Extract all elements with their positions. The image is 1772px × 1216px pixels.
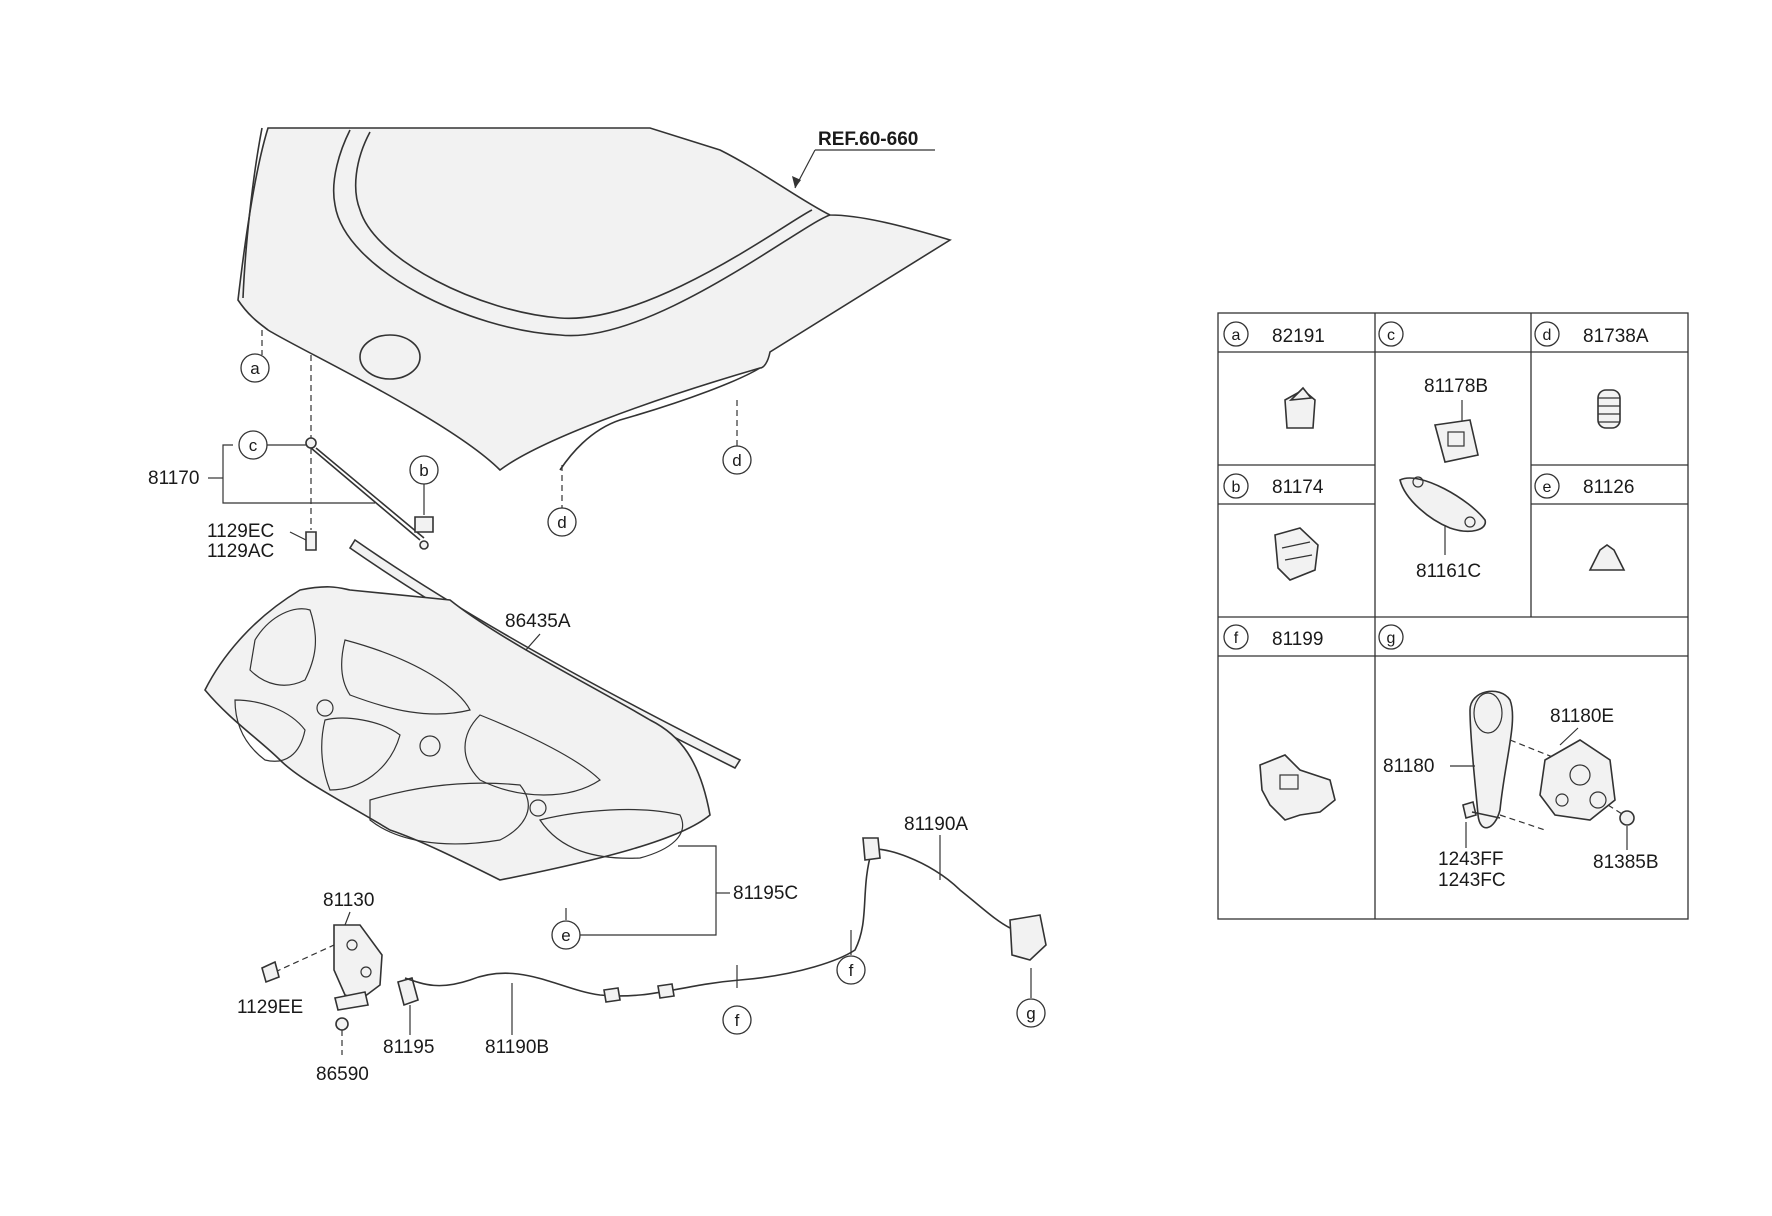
svg-text:81174: 81174 xyxy=(1272,477,1324,498)
release-handle xyxy=(1009,914,1047,961)
label-latch: 81130 xyxy=(323,890,374,911)
callout-f-cable-upper: f xyxy=(836,955,866,985)
svg-text:1243FF: 1243FF xyxy=(1438,849,1503,870)
svg-text:f: f xyxy=(735,1011,740,1030)
release-cable xyxy=(404,837,1011,1003)
svg-text:g: g xyxy=(1026,1004,1035,1023)
svg-text:81161C: 81161C xyxy=(1416,561,1481,582)
svg-text:c: c xyxy=(1387,327,1395,344)
label-latch-bolt: 1129EE xyxy=(237,997,303,1018)
label-weatherstrip: 86435A xyxy=(505,611,571,632)
callout-c-strut: c xyxy=(238,430,268,460)
svg-text:81180E: 81180E xyxy=(1550,706,1614,727)
reference-text: REF.60-660 xyxy=(818,129,918,150)
svg-text:f: f xyxy=(849,961,854,980)
callout-g-handle: g xyxy=(1016,998,1046,1028)
svg-text:e: e xyxy=(561,926,570,945)
reference-label: REF.60-660 xyxy=(792,129,935,189)
callout-e-insulator: e xyxy=(551,920,581,950)
callout-b-clip: b xyxy=(409,455,439,485)
label-cable-a: 81190A xyxy=(904,814,968,835)
svg-text:f: f xyxy=(1234,630,1239,647)
legend-cell-f: f 81199 xyxy=(1223,624,1336,821)
svg-text:81738A: 81738A xyxy=(1583,326,1649,347)
svg-text:e: e xyxy=(1543,479,1552,496)
label-cable-b: 81190B xyxy=(485,1037,549,1058)
svg-text:1243FC: 1243FC xyxy=(1438,870,1506,891)
callout-a-hood: a xyxy=(240,353,270,383)
svg-text:81178B: 81178B xyxy=(1424,376,1488,397)
legend-cell-b: b 81174 xyxy=(1223,473,1324,581)
legend-cell-c: c 81178B 81161C xyxy=(1378,321,1488,582)
hood-latch xyxy=(333,924,383,1011)
label-bumper: 81195 xyxy=(383,1037,434,1058)
hood-panel xyxy=(237,127,952,472)
legend-cell-g: g 81180E 81180 1243FF 1243FC 813 xyxy=(1378,624,1659,891)
label-bumper-screw: 86590 xyxy=(316,1064,369,1085)
hood-insulator xyxy=(204,586,711,881)
label-hood-strut: 81170 xyxy=(148,468,199,489)
svg-text:g: g xyxy=(1387,630,1396,647)
label-bolt-1129ec: 1129EC xyxy=(207,521,274,542)
svg-text:81180: 81180 xyxy=(1383,756,1434,777)
svg-text:d: d xyxy=(557,513,566,532)
svg-text:d: d xyxy=(1543,327,1552,344)
svg-text:c: c xyxy=(249,436,258,455)
hood-strut xyxy=(305,355,429,551)
callout-f-cable-lower: f xyxy=(722,1005,752,1035)
svg-text:a: a xyxy=(1232,327,1241,344)
legend-cell-a: a 82191 xyxy=(1223,321,1325,429)
callout-d-hood-right: d xyxy=(722,445,752,475)
svg-text:81126: 81126 xyxy=(1583,477,1634,498)
svg-text:b: b xyxy=(1232,479,1241,496)
legend-cell-d: d 81738A xyxy=(1534,321,1649,429)
svg-text:d: d xyxy=(732,451,741,470)
svg-text:b: b xyxy=(419,461,428,480)
legend-table: a 82191 b 81174 c 81178B 81161C xyxy=(1217,312,1689,920)
svg-text:a: a xyxy=(250,359,260,378)
callout-d-hood-left: d xyxy=(547,507,577,537)
label-insulator: 81195C xyxy=(733,883,798,904)
label-bolt-1129ac: 1129AC xyxy=(207,541,274,562)
svg-text:82191: 82191 xyxy=(1272,326,1325,347)
svg-text:81199: 81199 xyxy=(1272,629,1323,650)
svg-text:81385B: 81385B xyxy=(1593,852,1659,873)
legend-cell-e: e 81126 xyxy=(1534,473,1634,571)
